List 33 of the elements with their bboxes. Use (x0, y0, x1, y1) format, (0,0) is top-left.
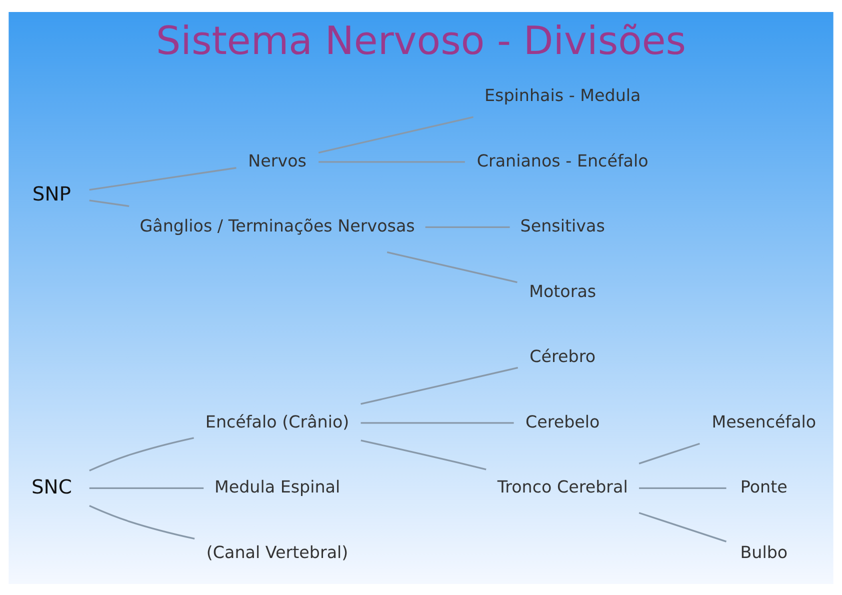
connector (89, 166, 236, 190)
node-text: SNC (31, 474, 72, 498)
node-text: Bulbo (740, 542, 788, 562)
node-text: Ponte (740, 477, 788, 496)
node-text: Medula Espinal (214, 477, 340, 496)
node-text: Sensitivas (520, 216, 605, 235)
connector (318, 116, 474, 154)
connector (360, 366, 518, 404)
node-text: Espinhais - Medula (484, 85, 641, 104)
connector (638, 442, 700, 464)
node-text: Cranianos - Encéfalo (476, 150, 648, 170)
connector (425, 226, 510, 228)
connector (386, 250, 518, 283)
connector (89, 436, 194, 471)
node-text: SNP (32, 182, 71, 205)
node-text: Gânglios / Terminações Nervosas (140, 216, 415, 235)
connector (89, 486, 204, 489)
node-text: Cérebro (530, 346, 596, 366)
diagram-title: Sistema Nervoso - Divisões (156, 18, 686, 64)
connector (89, 199, 130, 206)
node-text: Tronco Cerebral (497, 477, 628, 496)
node-text: Nervos (248, 150, 306, 170)
connector (89, 504, 195, 540)
node-text: Motoras (529, 281, 596, 300)
connector (318, 160, 465, 162)
node-text: (Canal Vertebral) (206, 542, 348, 562)
node-text: Cerebelo (525, 412, 600, 431)
connector (360, 422, 514, 424)
node-text: Encéfalo (Crânio) (205, 412, 350, 431)
connector (639, 486, 726, 489)
node-text: Mesencéfalo (712, 412, 816, 431)
connector (360, 439, 486, 470)
connector (638, 512, 727, 542)
